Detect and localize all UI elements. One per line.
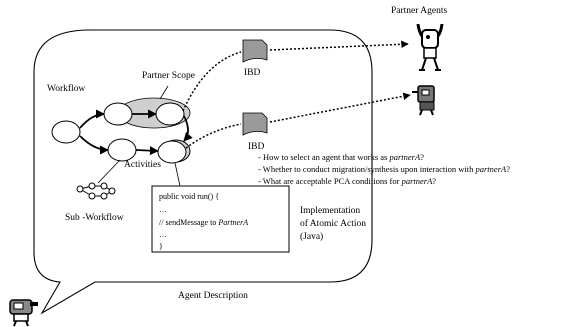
code-line: // sendMessage to PartnerA [159,218,248,227]
implementation-label: Implementation [300,206,360,216]
ibd-label-bottom: IBD [248,142,265,152]
robot-agent-icon [416,23,444,71]
workflow-label: Workflow [47,83,85,94]
question-line: - How to select an agent that works as p… [258,152,424,162]
question-line: - Whether to conduct migration/synthesis… [258,164,510,174]
ibd-document-top [242,39,268,63]
code-box [151,185,290,253]
activity-node [157,140,187,164]
workflow-start-node [51,120,81,144]
sub-workflow-label: Sub -Workflow [65,212,124,223]
sub-workflow-graph [76,182,116,200]
code-line: public void run() { [159,192,219,201]
partner-scope-label: Partner Scope [142,71,195,81]
implementation-label: of Atomic Action [300,218,366,229]
partner-agents-label: Partner Agents [391,6,448,16]
ibd-link-bottom [185,123,242,149]
robot-agent-icon [412,85,435,116]
activity-node [155,102,185,126]
question-line: - What are acceptable PCA conditions for… [258,176,436,186]
partner-link-top [269,40,409,51]
code-box-pointer [174,162,181,187]
workflow-edges [79,109,193,156]
partner-scope-pointer [159,85,169,100]
activities-label: Activities [124,160,161,170]
robot-agent-icon [9,299,38,327]
ibd-document-bottom [242,112,268,136]
agent-description-label: Agent Description [178,291,248,301]
activity-node [103,102,133,126]
ibd-label-top: IBD [244,68,261,78]
code-line: … [159,205,167,214]
sub-workflow-pointer [97,159,121,184]
activity-node [107,138,137,162]
code-line: } [159,242,163,251]
code-line: … [159,230,167,239]
implementation-label: (Java) [300,231,323,242]
